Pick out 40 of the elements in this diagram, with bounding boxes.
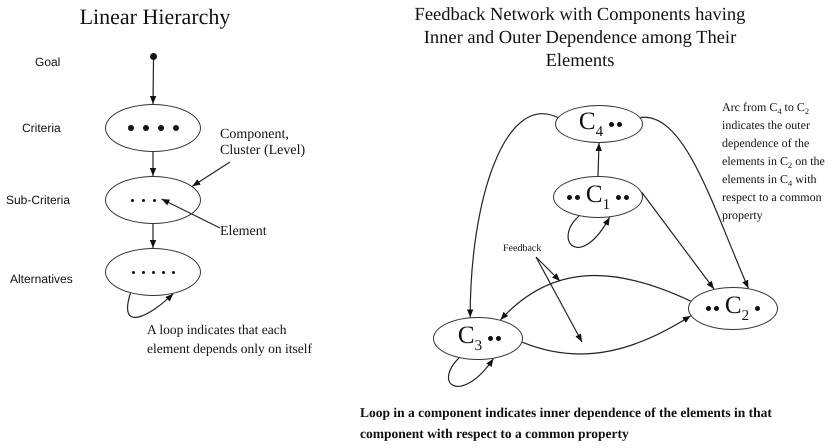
leader-line (161, 198, 220, 229)
arrow (150, 60, 156, 104)
component-label: C$_{2}$ (724, 293, 750, 324)
arrow (568, 216, 610, 248)
caption-text: Loop in a component indicates inner dependence of the elements in that component with respect to a common property (360, 404, 773, 443)
level-label: Alternatives (10, 271, 74, 287)
cluster-ellipse (105, 248, 201, 296)
cluster-ellipse (105, 104, 201, 152)
component-ellipse (555, 105, 643, 143)
component-ellipse (688, 287, 778, 330)
arrow (448, 358, 494, 387)
component-label: C$_{3}$ (458, 323, 482, 354)
level-label: Criteria (22, 120, 62, 136)
cluster-ellipse (105, 176, 201, 224)
arrow (640, 116, 749, 289)
note-text: Arc from C$_{4}$ to C$_{2}$ indicates the outer dependence of the elements in C$_{2}$ on the elements in C$_{4}$ with respect to a common property (722, 99, 826, 224)
annotation-label: Element (220, 224, 280, 244)
component-label: C$_{4}$ (578, 108, 604, 140)
level-label: Sub-Criteria (6, 192, 72, 208)
arrow (467, 113, 558, 318)
diagram-heading: Feedback Network with Components having Inner and Outer Dependence among Their Elements (414, 4, 746, 73)
component-label: C$_{1}$ (586, 182, 610, 212)
note-text: A loop indicates that each element depends only on itself (147, 321, 313, 358)
arrow (596, 142, 602, 176)
component-ellipse (433, 317, 523, 360)
leader-line (536, 256, 560, 282)
annotation-label: Feedback (503, 243, 563, 257)
arrow (642, 192, 714, 290)
leader-line (535, 256, 583, 342)
leader-line (192, 161, 230, 187)
diagram-heading: Linear Hierarchy (78, 4, 232, 30)
annotation-label: Component, Cluster (Level) (220, 127, 320, 165)
arrow (522, 315, 692, 355)
arrow (500, 275, 691, 320)
goal-dot (150, 53, 157, 60)
arrow (150, 152, 156, 176)
arrow (127, 293, 174, 318)
arrow (150, 224, 156, 248)
level-label: Goal (35, 54, 62, 70)
component-ellipse (553, 176, 643, 218)
